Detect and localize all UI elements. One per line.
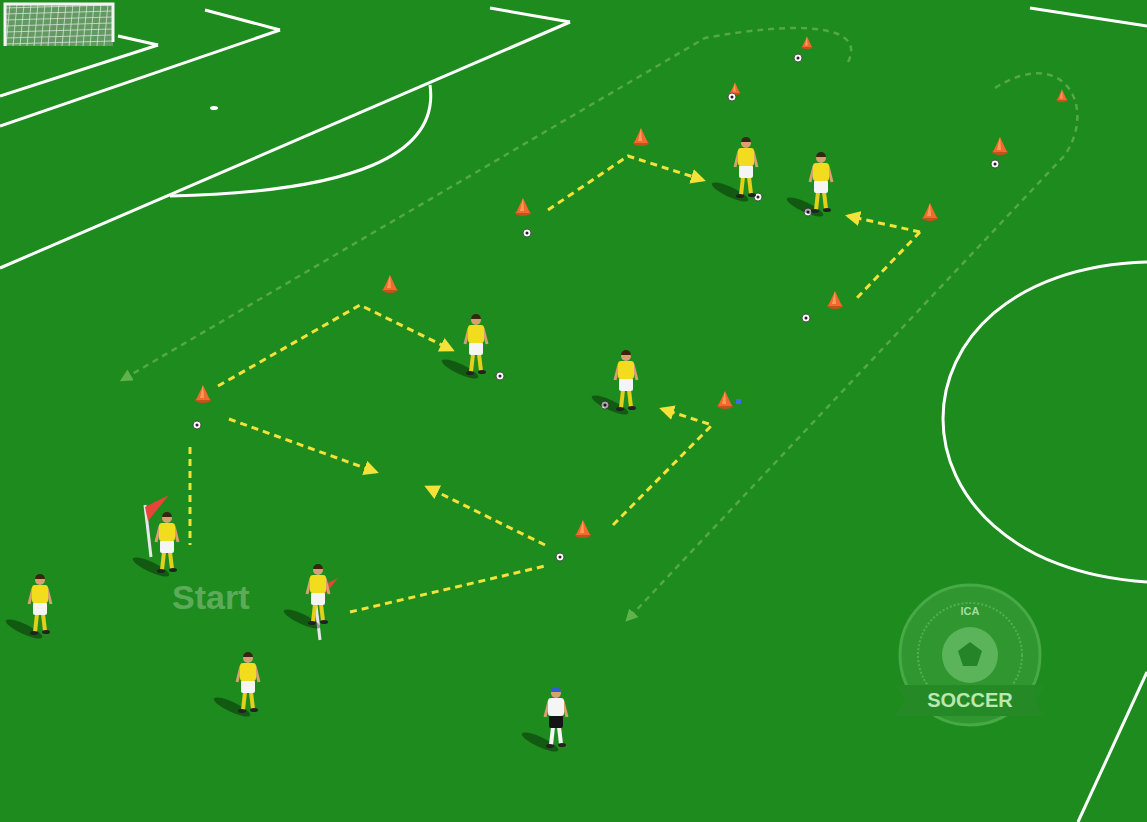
player (590, 350, 637, 418)
player (131, 512, 178, 580)
player (785, 152, 832, 220)
run-path (122, 28, 851, 380)
run-paths (122, 28, 1077, 620)
ball (802, 314, 810, 322)
ball (728, 93, 736, 101)
pitch-line (0, 22, 570, 268)
player (4, 574, 51, 642)
ball (496, 372, 504, 380)
run-path (627, 73, 1077, 620)
watermark-text: ICA (961, 606, 980, 617)
watermark-text: SOCCER (927, 690, 1013, 710)
ball (193, 421, 201, 429)
cone (382, 275, 398, 293)
balls (193, 54, 999, 561)
pass-path (218, 305, 452, 386)
player (212, 652, 259, 720)
pass-path (229, 419, 376, 472)
pitch-line (1078, 672, 1147, 822)
cone (575, 520, 591, 538)
cone (633, 128, 649, 146)
pass-paths (190, 156, 920, 612)
pass-path (548, 156, 703, 210)
cone (515, 198, 531, 216)
cone (195, 385, 211, 403)
player (440, 314, 487, 382)
pitch-line (118, 36, 158, 45)
cone (717, 391, 733, 409)
ball (523, 229, 531, 237)
pass-path (350, 566, 545, 612)
pass-path (189, 447, 192, 545)
cone (801, 37, 812, 50)
watermark-badge (895, 585, 1045, 725)
cone (992, 137, 1008, 155)
pitch-line (943, 262, 1147, 582)
pitch-line (170, 85, 431, 196)
cones (195, 37, 1068, 539)
start-label: Start (172, 580, 249, 614)
pitch-lines (0, 8, 1147, 822)
marker-square (736, 399, 741, 404)
cone (922, 203, 938, 221)
ball (991, 160, 999, 168)
ball (794, 54, 802, 62)
pass-path (855, 232, 920, 300)
penalty-spot (210, 106, 218, 110)
pass-path (848, 216, 920, 232)
ball (556, 553, 564, 561)
pitch-line (1030, 8, 1147, 26)
goal (5, 4, 113, 46)
pitch-line (205, 10, 280, 30)
player (520, 687, 567, 755)
player (710, 137, 757, 205)
pass-path (613, 409, 712, 525)
cone (827, 291, 843, 309)
cone (1056, 90, 1067, 103)
pitch-line (490, 8, 570, 22)
pass-path (427, 487, 545, 545)
player (282, 564, 329, 632)
pitch-line (0, 45, 158, 96)
